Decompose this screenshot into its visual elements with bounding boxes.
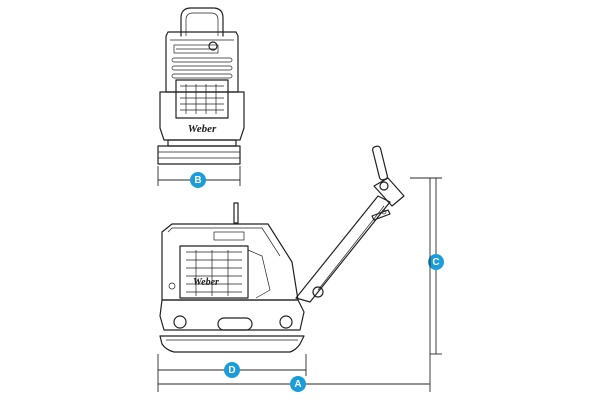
dimension-c: C (410, 177, 444, 355)
side-hood (161, 223, 299, 301)
side-base-plate (159, 335, 305, 353)
label-b: B (194, 175, 201, 186)
handle-grip (372, 145, 388, 181)
front-brand-text: Weber (188, 123, 217, 135)
dimension-d: D (157, 354, 307, 392)
handle-joint (373, 177, 405, 207)
side-slot (217, 317, 253, 331)
throttle-lever (371, 209, 391, 221)
dimension-a: A (158, 178, 431, 392)
side-view: Weber (159, 145, 405, 353)
label-d: D (228, 365, 235, 376)
handle-bar (295, 195, 391, 303)
label-c: C (432, 257, 439, 268)
label-c-badge (428, 254, 444, 270)
side-brand-text: Weber (193, 277, 219, 288)
side-frame (159, 299, 305, 331)
fuel-cap (208, 41, 218, 51)
label-b-badge (190, 172, 206, 188)
front-plate (157, 145, 241, 165)
label-a: A (294, 379, 301, 390)
front-base (167, 139, 237, 147)
exhaust-stack (233, 202, 239, 224)
label-a-badge (290, 376, 306, 392)
front-housing-lower (159, 91, 245, 141)
side-engine (179, 245, 249, 299)
dimension-b: B (157, 166, 241, 188)
handle-pivot (312, 286, 324, 298)
front-handle (180, 7, 224, 37)
front-engine (175, 79, 229, 119)
label-d-badge (224, 362, 240, 378)
model-plate (173, 44, 219, 54)
front-view: Weber (157, 7, 245, 165)
